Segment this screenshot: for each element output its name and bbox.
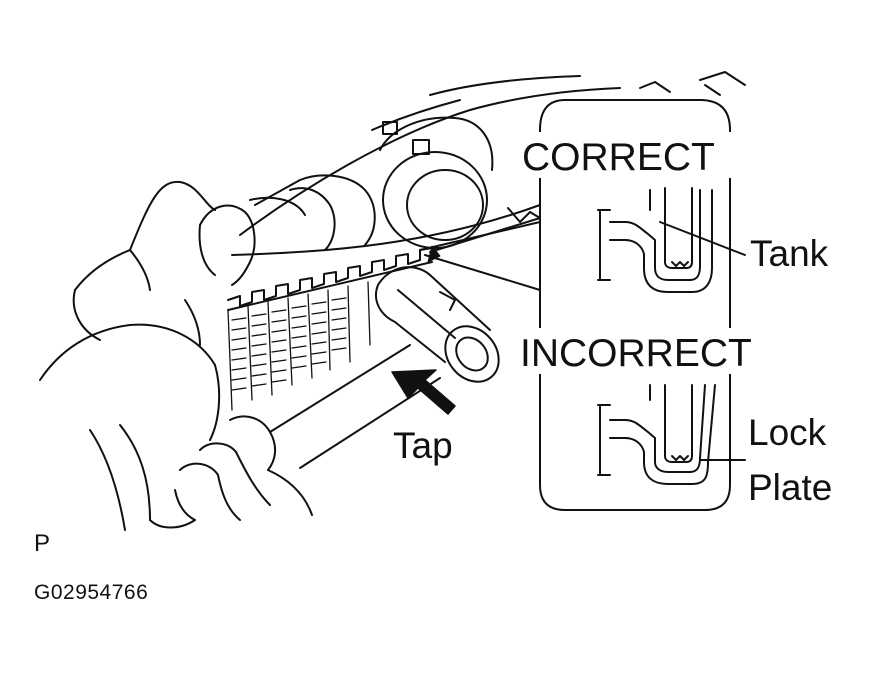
tank-leader-line <box>659 221 746 256</box>
left-hand-illustration <box>39 180 256 531</box>
tank-label: Tank <box>750 233 829 274</box>
view-code-label: P <box>34 530 51 557</box>
hammer-illustration <box>269 266 500 469</box>
radiator-core <box>227 281 371 411</box>
incorrect-crimp-detail <box>597 384 716 485</box>
right-hand-illustration <box>174 415 313 521</box>
tap-arrow-icon <box>391 369 456 415</box>
correct-label: CORRECT <box>522 136 715 179</box>
plate-label: Plate <box>748 467 832 508</box>
tap-label: Tap <box>393 425 453 466</box>
callout-leader-lines <box>424 217 541 291</box>
correct-crimp-detail <box>597 187 713 293</box>
incorrect-label: INCORRECT <box>520 332 752 375</box>
lock-label: Lock <box>748 412 827 453</box>
detail-callout-box <box>539 99 731 511</box>
lock-plate-teeth <box>227 247 433 311</box>
figure-id-label: G02954766 <box>34 581 149 604</box>
radiator-tank-illustration <box>231 71 746 256</box>
